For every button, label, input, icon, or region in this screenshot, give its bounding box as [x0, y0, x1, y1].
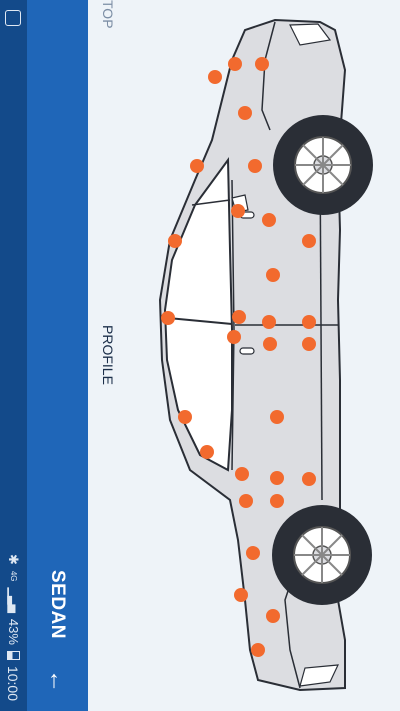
hotspot[interactable] [266, 609, 280, 623]
hotspot[interactable] [161, 311, 175, 325]
hotspot[interactable] [270, 494, 284, 508]
hotspot[interactable] [168, 234, 182, 248]
app-notification-icon [5, 10, 22, 26]
hotspot[interactable] [302, 315, 316, 329]
hotspot[interactable] [208, 70, 222, 84]
hotspot[interactable] [270, 410, 284, 424]
app-bar: SEDAN ← [27, 0, 88, 711]
bluetooth-icon: ✱ [6, 553, 22, 565]
hotspot[interactable] [262, 315, 276, 329]
hotspot[interactable] [231, 204, 245, 218]
page-title: SEDAN [47, 569, 68, 639]
hotspot[interactable] [200, 445, 214, 459]
hotspot[interactable] [235, 467, 249, 481]
view-tabs: PROFILE TOP [88, 0, 128, 711]
network-type: 4G [9, 570, 18, 582]
hotspot[interactable] [302, 337, 316, 351]
hotspot[interactable] [270, 471, 284, 485]
hotspot[interactable] [263, 337, 277, 351]
battery-icon [7, 650, 20, 660]
hotspot[interactable] [190, 159, 204, 173]
hotspot[interactable] [246, 546, 260, 560]
car-diagram [128, 0, 400, 711]
hotspot[interactable] [266, 268, 280, 282]
signal-icon: ▁▃▅ [7, 587, 19, 613]
hotspot[interactable] [227, 330, 241, 344]
hotspot[interactable] [302, 472, 316, 486]
hotspot[interactable] [238, 106, 252, 120]
status-bar: ✱ 4G ▁▃▅ 43% 10:00 [0, 0, 27, 711]
hotspot[interactable] [178, 410, 192, 424]
car-profile-illustration [158, 18, 373, 692]
hotspot[interactable] [262, 213, 276, 227]
back-button[interactable]: ← [27, 651, 88, 711]
tab-profile[interactable]: PROFILE [100, 325, 116, 385]
hotspot[interactable] [239, 494, 253, 508]
hotspot[interactable] [232, 310, 246, 324]
tab-top[interactable]: TOP [100, 0, 116, 29]
battery-level: 43% [6, 618, 21, 645]
arrow-left-icon: ← [44, 669, 72, 693]
rear-wheel [272, 505, 372, 605]
hotspot[interactable] [234, 588, 248, 602]
front-wheel [273, 115, 373, 215]
hotspot[interactable] [248, 159, 262, 173]
hotspot[interactable] [228, 57, 242, 71]
status-time: 10:00 [5, 665, 22, 701]
hotspot[interactable] [302, 234, 316, 248]
hotspot[interactable] [255, 57, 269, 71]
hotspot[interactable] [251, 643, 265, 657]
